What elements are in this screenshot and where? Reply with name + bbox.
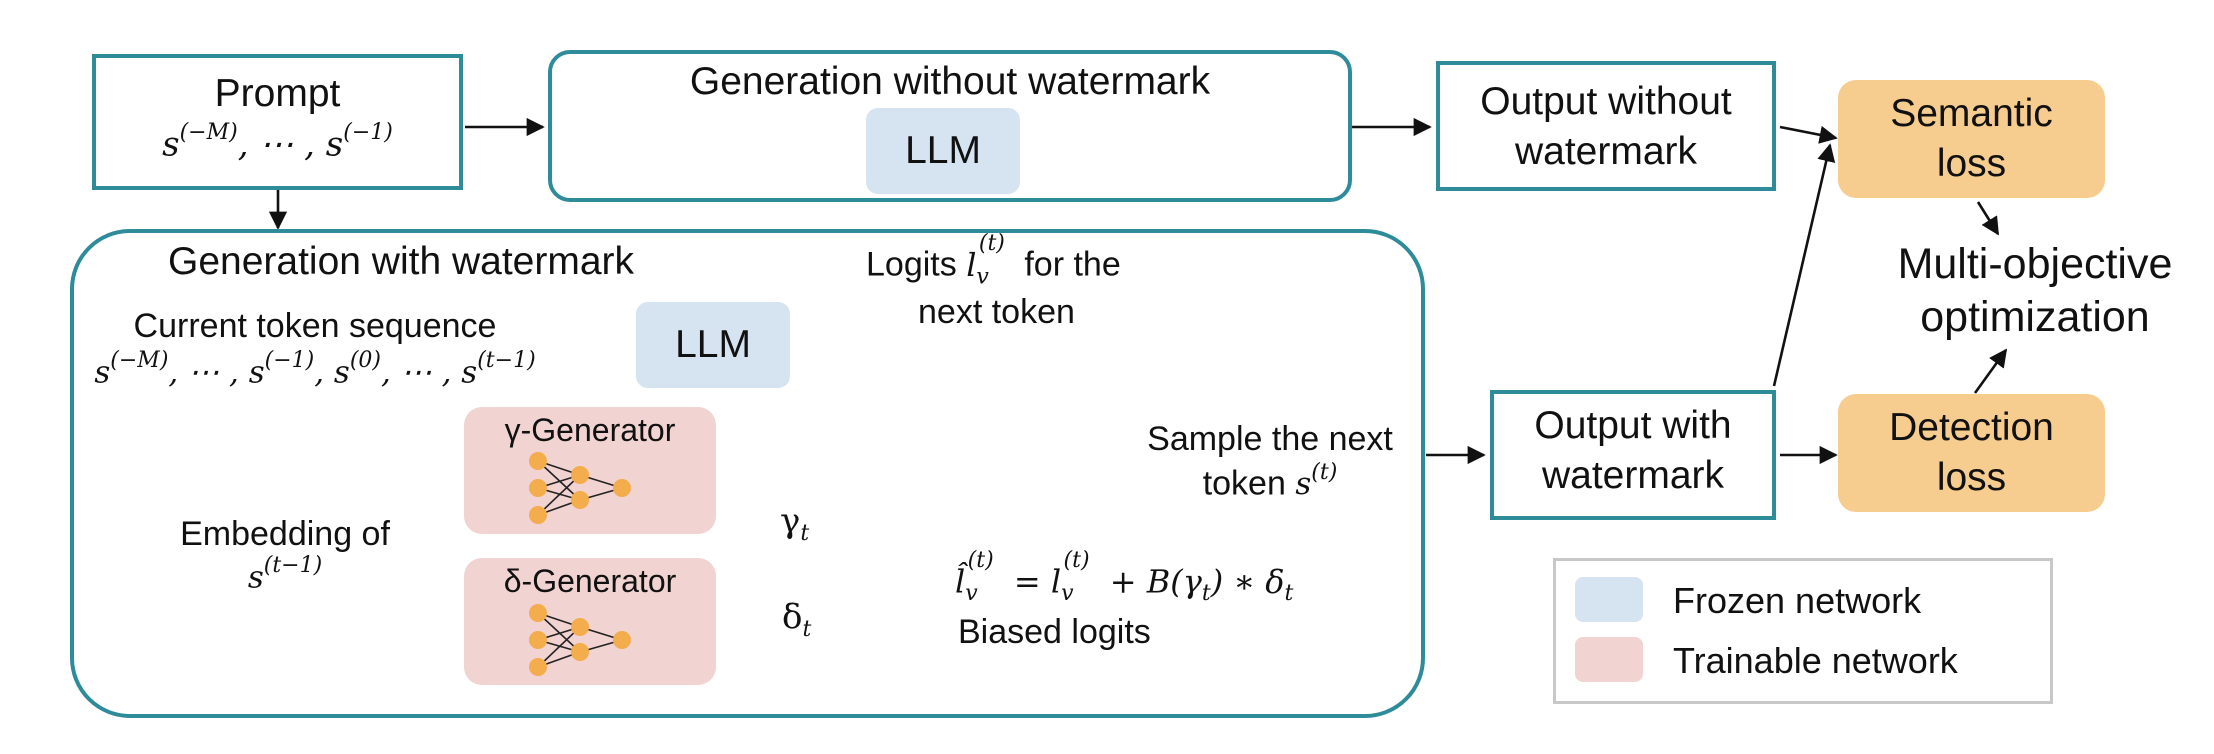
embedding-line2: s(t−1) bbox=[247, 553, 323, 596]
gamma-network-icon bbox=[529, 452, 631, 524]
llm-frozen-inner: LLM bbox=[636, 302, 790, 388]
sample-line1: Sample the next bbox=[1147, 420, 1393, 458]
detection-loss-line2: loss bbox=[1936, 456, 2007, 499]
detection-loss-line1: Detection bbox=[1889, 406, 2054, 449]
gen-with-watermark-title: Generation with watermark bbox=[168, 240, 635, 283]
output-without-line1: Output without bbox=[1480, 80, 1732, 123]
biased-logits-label: Biased logits bbox=[958, 613, 1151, 651]
arrow-semantic-to-multi bbox=[1976, 201, 2000, 236]
embedding-line1: Embedding of bbox=[180, 515, 390, 553]
gamma-t-symbol: γt bbox=[780, 501, 810, 546]
delta-generator-label: δ-Generator bbox=[503, 563, 677, 599]
current-sequence-tokens: s(−M), ⋯ , s(−1), s(0), ⋯ , s(t−1) bbox=[94, 348, 536, 391]
delta-generator-box bbox=[464, 558, 716, 685]
semantic-loss-box bbox=[1838, 80, 2105, 198]
multi-objective-line2: optimization bbox=[1920, 293, 2150, 341]
prompt-title: Prompt bbox=[214, 72, 341, 115]
biased-logits-formula: l̂v(t) = lv(t) + B(γt) ∗ δt bbox=[955, 548, 1294, 607]
multi-objective-line1: Multi-objective bbox=[1897, 240, 2173, 288]
semantic-loss-line1: Semantic bbox=[1890, 92, 2053, 135]
llm-frozen-top: LLM bbox=[866, 108, 1020, 194]
logits-label-line1: Logits lv(t) for the bbox=[866, 231, 1121, 290]
gamma-generator-label: γ-Generator bbox=[504, 412, 676, 448]
output-with-line2: watermark bbox=[1541, 454, 1725, 497]
legend-label-trainable: Trainable network bbox=[1673, 640, 1958, 681]
logits-label-line2: next token bbox=[918, 293, 1075, 331]
prompt-tokens: s(−M), ⋯ , s(−1) bbox=[162, 120, 393, 165]
delta-t-symbol: δt bbox=[782, 597, 812, 642]
sample-line2: token s(t) bbox=[1202, 460, 1338, 503]
arrow-detection-to-multi bbox=[1973, 348, 2008, 394]
output-without-line2: watermark bbox=[1514, 130, 1698, 173]
semantic-loss-line2: loss bbox=[1936, 142, 2007, 185]
detection-loss-box bbox=[1838, 394, 2105, 512]
output-with-watermark-box bbox=[1490, 390, 1776, 520]
gen-without-watermark-title: Generation without watermark bbox=[689, 60, 1211, 103]
delta-network-icon bbox=[529, 604, 631, 676]
output-without-watermark-box bbox=[1436, 61, 1776, 191]
legend-swatch-frozen bbox=[1575, 577, 1643, 622]
output-with-line1: Output with bbox=[1534, 404, 1732, 447]
prompt-box bbox=[92, 54, 463, 190]
arrow-output-without-to-semantic bbox=[1779, 125, 1838, 144]
arrow-output-with-to-semantic bbox=[1772, 143, 1836, 387]
legend-label-frozen: Frozen network bbox=[1673, 580, 1922, 621]
current-sequence-label: Current token sequence bbox=[133, 307, 497, 345]
gamma-generator-box bbox=[464, 407, 716, 534]
legend-swatch-trainable bbox=[1575, 637, 1643, 682]
